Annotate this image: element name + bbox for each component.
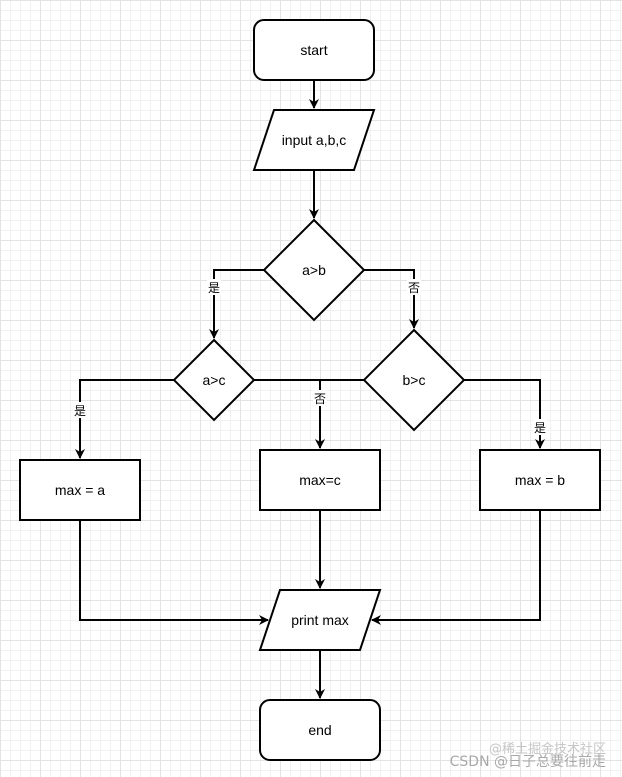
process-max-b: [479, 449, 601, 511]
edge-ac-maxc: [254, 379, 325, 449]
edge-ab-bc: [364, 269, 419, 329]
edge-maxa-print: [79, 520, 269, 625]
decision-ac: [172, 338, 256, 422]
end-label: end: [308, 722, 331, 738]
decision-ab: [262, 218, 366, 322]
edge-label-bg: [207, 279, 221, 295]
decision-ac-label: a>c: [203, 372, 226, 388]
process-max-c-label: max=c: [299, 472, 341, 488]
edge-label-ac-no: 否: [314, 392, 326, 406]
edge-label-bg: [407, 279, 421, 295]
watermark-juejin: @稀土掘金技术社区: [488, 742, 606, 757]
edge-ac-maxa: [75, 379, 174, 459]
process-max-a: [19, 459, 141, 521]
input-parallelogram: [252, 109, 376, 171]
process-max-c: [259, 449, 381, 511]
edge-maxb-print: [371, 510, 541, 625]
edge-bc-maxb: [464, 379, 545, 449]
edge-label-bc-yes: 是: [534, 421, 546, 435]
decision-ab-label: a>b: [302, 262, 326, 278]
edge-label-ac-yes: 是: [74, 404, 86, 418]
edge-label-bg: [73, 402, 87, 418]
decision-bc: [362, 328, 466, 432]
edge-ab-ac: [209, 269, 264, 339]
start-terminal: [253, 19, 375, 81]
decision-bc-label: b>c: [403, 372, 426, 388]
process-max-b-label: max = b: [515, 472, 565, 488]
edge-label-bg: [313, 390, 327, 406]
edge-label-bg: [533, 419, 547, 435]
end-terminal: [259, 699, 381, 761]
input-label: input a,b,c: [282, 132, 347, 148]
watermark-csdn: CSDN @日子总要往前走: [449, 754, 606, 770]
edge-label-ab-yes: 是: [208, 281, 220, 295]
print-label: print max: [291, 612, 349, 628]
print-parallelogram: [258, 589, 382, 651]
edge-label-ab-no: 否: [408, 281, 420, 295]
start-label: start: [300, 42, 327, 58]
process-max-a-label: max = a: [55, 482, 105, 498]
